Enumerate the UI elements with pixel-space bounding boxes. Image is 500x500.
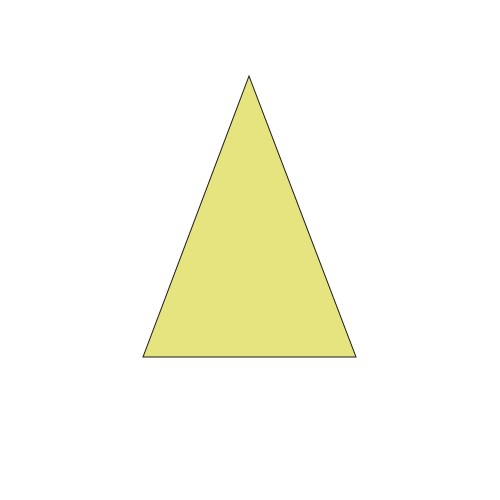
- isosceles-triangle: [142, 74, 357, 358]
